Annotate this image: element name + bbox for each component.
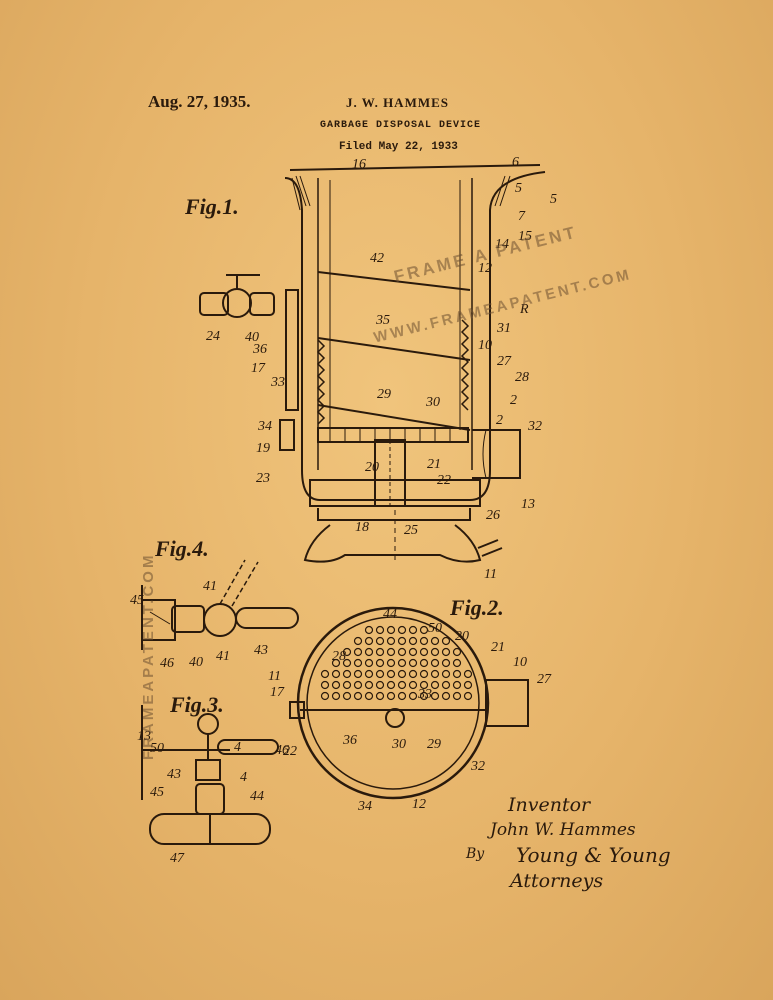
watermark-side: FRAMEAPATENT.COM <box>140 552 157 760</box>
reference-numeral: 44 <box>383 607 397 622</box>
inventor-header: J. W. HAMMES <box>346 95 450 110</box>
filed-date: Filed May 22, 1933 <box>339 141 458 153</box>
reference-numeral: 41 <box>216 649 230 664</box>
reference-numeral: 20 <box>455 629 469 644</box>
reference-numeral: 34 <box>357 799 372 814</box>
fig1-faucet <box>199 274 275 318</box>
reference-numeral: 23 <box>256 471 270 486</box>
reference-numeral: 10 <box>478 338 492 353</box>
reference-numeral: 17 <box>270 685 285 700</box>
reference-numeral: 29 <box>427 737 441 752</box>
reference-numeral: 15 <box>518 229 532 244</box>
reference-numeral: 41 <box>203 579 217 594</box>
reference-numeral: 34 <box>257 419 272 434</box>
reference-numeral: 5 <box>515 181 522 196</box>
reference-numeral: 36 <box>342 733 357 748</box>
reference-numeral: 36 <box>252 342 267 357</box>
fig3-label: Fig.3. <box>169 692 224 717</box>
reference-numeral: 10 <box>513 655 527 670</box>
reference-numeral: 33 <box>270 375 285 390</box>
reference-numeral: 40 <box>245 330 259 345</box>
reference-numeral: 12 <box>478 261 492 276</box>
reference-numeral: 45 <box>150 785 164 800</box>
reference-numeral: 32 <box>527 419 542 434</box>
reference-numeral: 2 <box>496 413 503 428</box>
reference-numeral: 32 <box>470 759 485 774</box>
reference-numeral: 28 <box>515 370 529 385</box>
reference-numeral: 43 <box>167 767 181 782</box>
reference-numeral: 40 <box>189 655 203 670</box>
reference-numeral: 27 <box>497 354 512 369</box>
fig2-label: Fig.2. <box>449 595 504 620</box>
reference-numeral: 30 <box>391 737 406 752</box>
reference-numeral: 29 <box>377 387 391 402</box>
reference-numeral: 30 <box>425 395 440 410</box>
reference-numeral: 14 <box>495 237 509 252</box>
attorney-signature: Young & Young <box>516 843 671 867</box>
reference-numeral: 44 <box>250 789 264 804</box>
reference-numeral: 25 <box>404 523 418 538</box>
inventor-name: John W. Hammes <box>490 820 636 840</box>
by-label: By <box>466 846 485 862</box>
reference-numeral: 4 <box>240 770 247 785</box>
reference-numeral: 16 <box>352 157 366 172</box>
reference-numeral: 20 <box>365 460 379 475</box>
reference-numeral: 21 <box>427 457 441 472</box>
reference-numeral: 2 <box>510 393 517 408</box>
reference-numeral: 22 <box>437 473 451 488</box>
attorneys-label: Attorneys <box>510 870 604 892</box>
fig2-plan <box>289 606 529 800</box>
reference-numeral: 18 <box>355 520 369 535</box>
reference-numeral: 50 <box>428 621 442 636</box>
reference-numeral: 13 <box>137 729 151 744</box>
reference-numeral: 17 <box>251 361 266 376</box>
reference-numeral: 4 <box>234 740 241 755</box>
patent-date: Aug. 27, 1935. <box>148 92 251 111</box>
reference-numeral: 46 <box>275 743 289 758</box>
reference-numeral: 26 <box>486 508 500 523</box>
fig4-valve <box>141 559 299 650</box>
reference-numeral: 50 <box>150 741 164 756</box>
reference-numeral: 11 <box>484 567 497 582</box>
inventor-label: Inventor <box>508 794 591 816</box>
reference-numeral: 7 <box>518 209 526 224</box>
reference-numeral: 47 <box>170 851 185 866</box>
fig2-perforations <box>320 625 473 701</box>
fig1-label: Fig.1. <box>184 194 239 219</box>
patent-title: GARBAGE DISPOSAL DEVICE <box>320 120 482 131</box>
reference-numeral: 42 <box>370 251 384 266</box>
reference-numeral: 6 <box>512 155 519 170</box>
reference-numeral: 5 <box>550 192 557 207</box>
reference-numeral: 31 <box>496 321 511 336</box>
reference-numeral: 35 <box>375 313 390 328</box>
reference-numeral: 28 <box>332 649 346 664</box>
reference-numeral: 11 <box>268 669 281 684</box>
fig1-vessel <box>279 164 546 563</box>
reference-numeral: 24 <box>206 329 220 344</box>
fig4-label: Fig.4. <box>154 536 209 561</box>
reference-numeral: 43 <box>254 643 268 658</box>
reference-numeral: 19 <box>256 441 270 456</box>
reference-numeral: 33 <box>417 687 432 702</box>
reference-numeral: 45 <box>130 593 144 608</box>
reference-numeral: 22 <box>283 744 297 759</box>
reference-numeral: 13 <box>521 497 535 512</box>
reference-numeral: 21 <box>491 640 505 655</box>
reference-numeral: 12 <box>412 797 426 812</box>
fig3-valve <box>141 705 279 845</box>
reference-numeral: 27 <box>537 672 552 687</box>
reference-numeral: R <box>519 302 529 317</box>
reference-numeral: 46 <box>160 656 174 671</box>
